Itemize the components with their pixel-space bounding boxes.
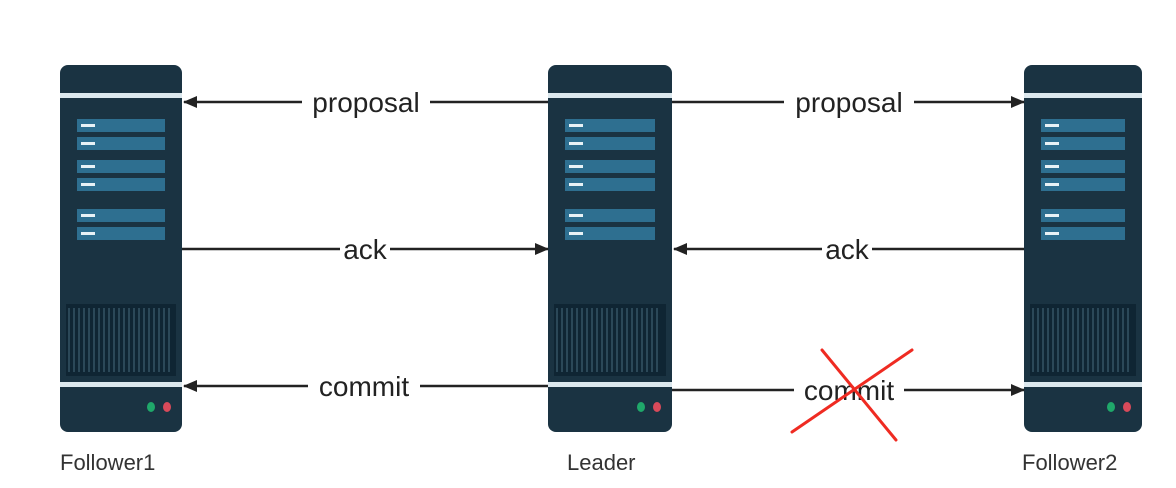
proposal-label-left: proposal [312,87,419,118]
ack-label-right: ack [825,234,870,265]
status-led-red [1123,402,1131,412]
commit-label-left: commit [319,371,409,402]
ack-label-left: ack [343,234,388,265]
commit-label-right: commit [804,375,894,406]
watermark [560,474,1176,488]
follower2-server-icon [1024,65,1142,432]
follower2-label: Follower2 [1022,450,1118,475]
follower1-server-icon [60,65,182,432]
status-led-red [163,402,171,412]
status-led-green [1107,402,1115,412]
status-led-red [653,402,661,412]
leader-label: Leader [567,450,636,475]
status-led-green [147,402,155,412]
status-led-green [637,402,645,412]
follower1-label: Follower1 [60,450,156,475]
proposal-label-right: proposal [795,87,902,118]
failed-delivery-cross-icon [790,348,914,442]
leader-server-icon [548,65,672,432]
